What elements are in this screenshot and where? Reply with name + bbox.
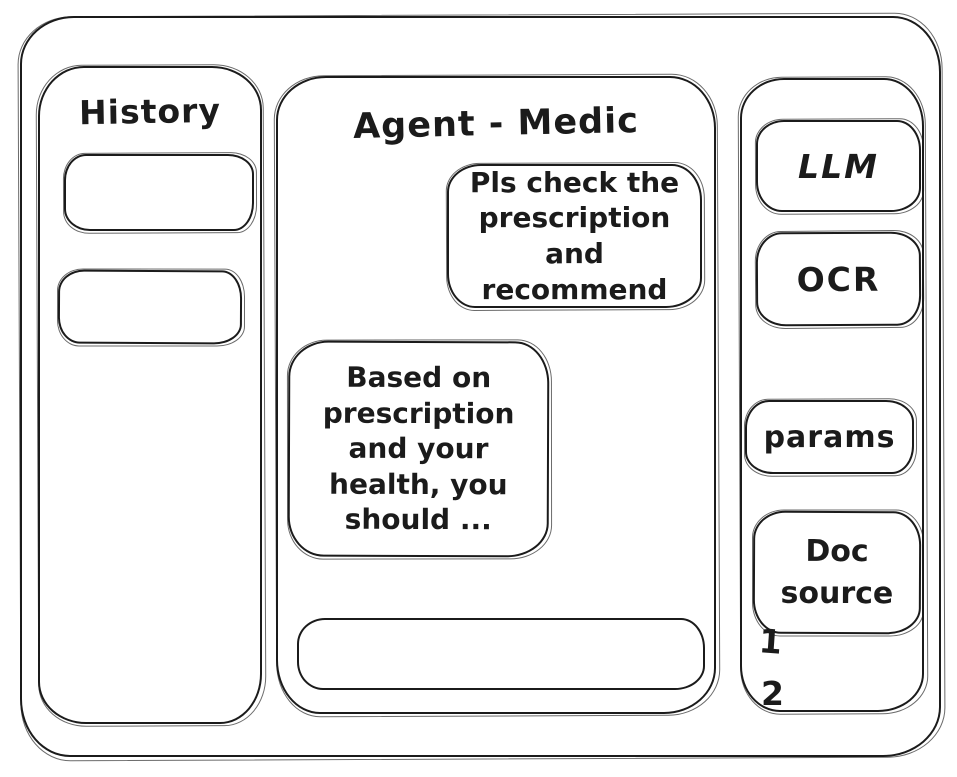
history-panel: History bbox=[38, 66, 262, 724]
chat-title: Agent - Medic bbox=[352, 101, 640, 147]
history-item[interactable] bbox=[64, 154, 254, 231]
history-title: History bbox=[78, 90, 222, 133]
doc-source-item-2[interactable]: 2 bbox=[761, 674, 784, 713]
doc-source-item-1[interactable]: 1 bbox=[757, 621, 784, 662]
ocr-button[interactable]: OCR bbox=[755, 231, 922, 327]
doc-source-button[interactable]: Doc source bbox=[752, 510, 922, 635]
chat-input[interactable] bbox=[297, 618, 705, 690]
tools-panel: LLM OCR params Doc source 1 2 bbox=[740, 78, 924, 713]
chat-panel: Agent - Medic Pls check the prescription… bbox=[276, 76, 716, 714]
history-item[interactable] bbox=[57, 269, 243, 345]
app-window: History Agent - Medic Pls check the pres… bbox=[20, 16, 941, 757]
llm-button[interactable]: LLM bbox=[756, 120, 921, 212]
params-button[interactable]: params bbox=[745, 400, 914, 474]
assistant-message-bubble: Based on prescription and your health, y… bbox=[287, 340, 550, 558]
user-message-bubble: Pls check the prescription and recommend bbox=[447, 164, 702, 308]
